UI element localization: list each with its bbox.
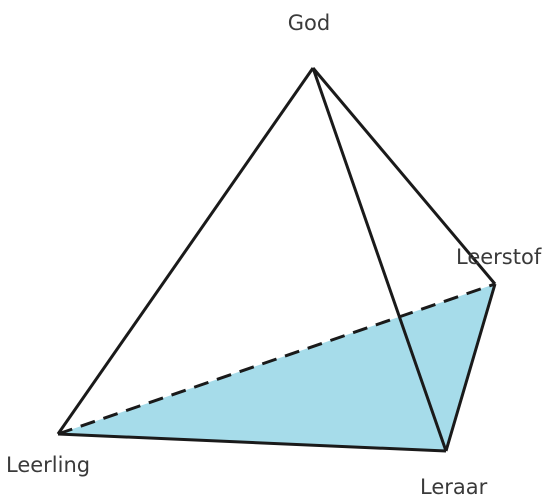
edge-leraar-leerstof [444,283,497,452]
label-leraar: Leraar [420,475,488,499]
edge-leerling-leraar [57,432,447,453]
label-god: God [288,11,330,35]
edge-god-leerling [56,67,315,435]
base-triangle [58,284,495,451]
label-leerling: Leerling [6,453,90,477]
label-leerstof: Leerstof [456,245,542,269]
edge-god-leerstof [311,67,497,285]
edge-god-leraar [311,67,448,452]
edge-leerling-leerstof [57,282,496,436]
